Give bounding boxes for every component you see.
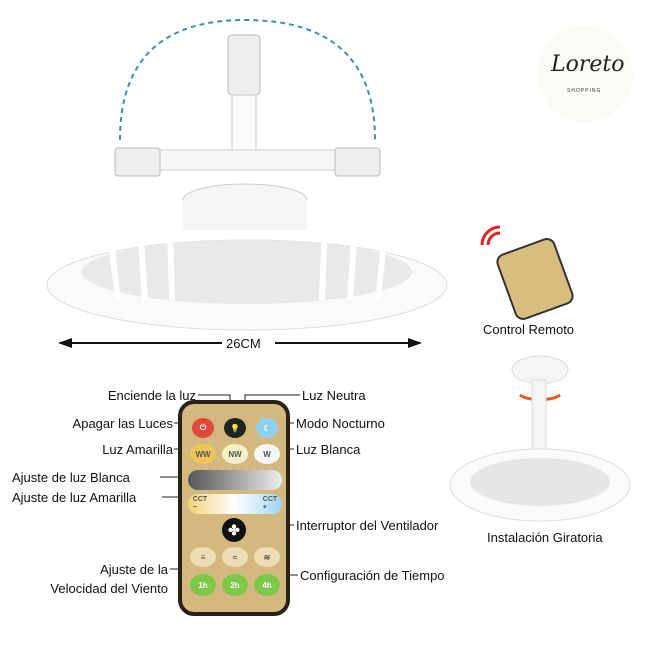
speed-mid-button[interactable]: ≈ bbox=[222, 547, 248, 567]
label-neutral: Luz Neutra bbox=[302, 388, 366, 403]
top-bulb-socket bbox=[227, 34, 261, 96]
rotation-arc bbox=[119, 18, 376, 141]
light-on-button[interactable]: 💡 bbox=[224, 418, 246, 438]
power-button[interactable]: ⏻ bbox=[192, 418, 214, 438]
small-remote-image bbox=[480, 225, 574, 320]
cct-slider[interactable] bbox=[188, 494, 282, 514]
nw-button[interactable]: NW bbox=[222, 444, 248, 464]
fan-button[interactable]: ✤ bbox=[222, 518, 246, 542]
cct-plus-label: CCT + bbox=[262, 496, 278, 511]
w-button[interactable]: W bbox=[254, 444, 280, 464]
label-timer: Configuración de Tiempo bbox=[300, 568, 445, 583]
ww-button[interactable]: WW bbox=[190, 444, 216, 464]
label-white: Luz Blanca bbox=[296, 442, 361, 457]
left-bulb-socket bbox=[114, 147, 161, 177]
label-adj-yellow: Ajuste de luz Amarilla bbox=[12, 490, 137, 505]
label-speed-2: Velocidad del Viento bbox=[50, 581, 168, 596]
remote-control: ⏻ 💡 ☾ WW NW W CCT − CCT + ✤ ≡ ≈ ≋ 1h 2h … bbox=[178, 400, 290, 616]
speed-low-button[interactable]: ≡ bbox=[190, 547, 216, 567]
right-bulb-socket bbox=[334, 147, 381, 177]
cct-minus-label: CCT − bbox=[192, 496, 208, 511]
logo-text: Loreto bbox=[551, 52, 625, 77]
night-mode-button[interactable]: ☾ bbox=[256, 418, 278, 438]
dimension-label: 26CM bbox=[226, 336, 261, 351]
timer-1h-button[interactable]: 1h bbox=[190, 574, 216, 596]
caption-install: Instalación Giratoria bbox=[487, 530, 603, 545]
label-turn-on: Enciende la luz bbox=[107, 388, 196, 403]
timer-4h-button[interactable]: 4h bbox=[254, 574, 280, 596]
logo-subtext: SHOPPING bbox=[567, 88, 602, 94]
label-turn-off: Apagar las Luces bbox=[72, 416, 173, 431]
rotating-install-image bbox=[449, 355, 631, 522]
label-fan-switch: Interruptor del Ventilador bbox=[296, 518, 439, 533]
brightness-slider[interactable] bbox=[188, 470, 282, 490]
logo: Loreto SHOPPING bbox=[537, 26, 633, 122]
timer-2h-button[interactable]: 2h bbox=[222, 574, 248, 596]
caption-remote: Control Remoto bbox=[483, 322, 575, 337]
label-night: Modo Nocturno bbox=[296, 416, 385, 431]
label-adj-white: Ajuste de luz Blanca bbox=[12, 470, 130, 485]
label-yellow: Luz Amarilla bbox=[102, 442, 173, 457]
speed-high-button[interactable]: ≋ bbox=[254, 547, 280, 567]
label-speed-1: Ajuste de la bbox=[100, 562, 168, 577]
